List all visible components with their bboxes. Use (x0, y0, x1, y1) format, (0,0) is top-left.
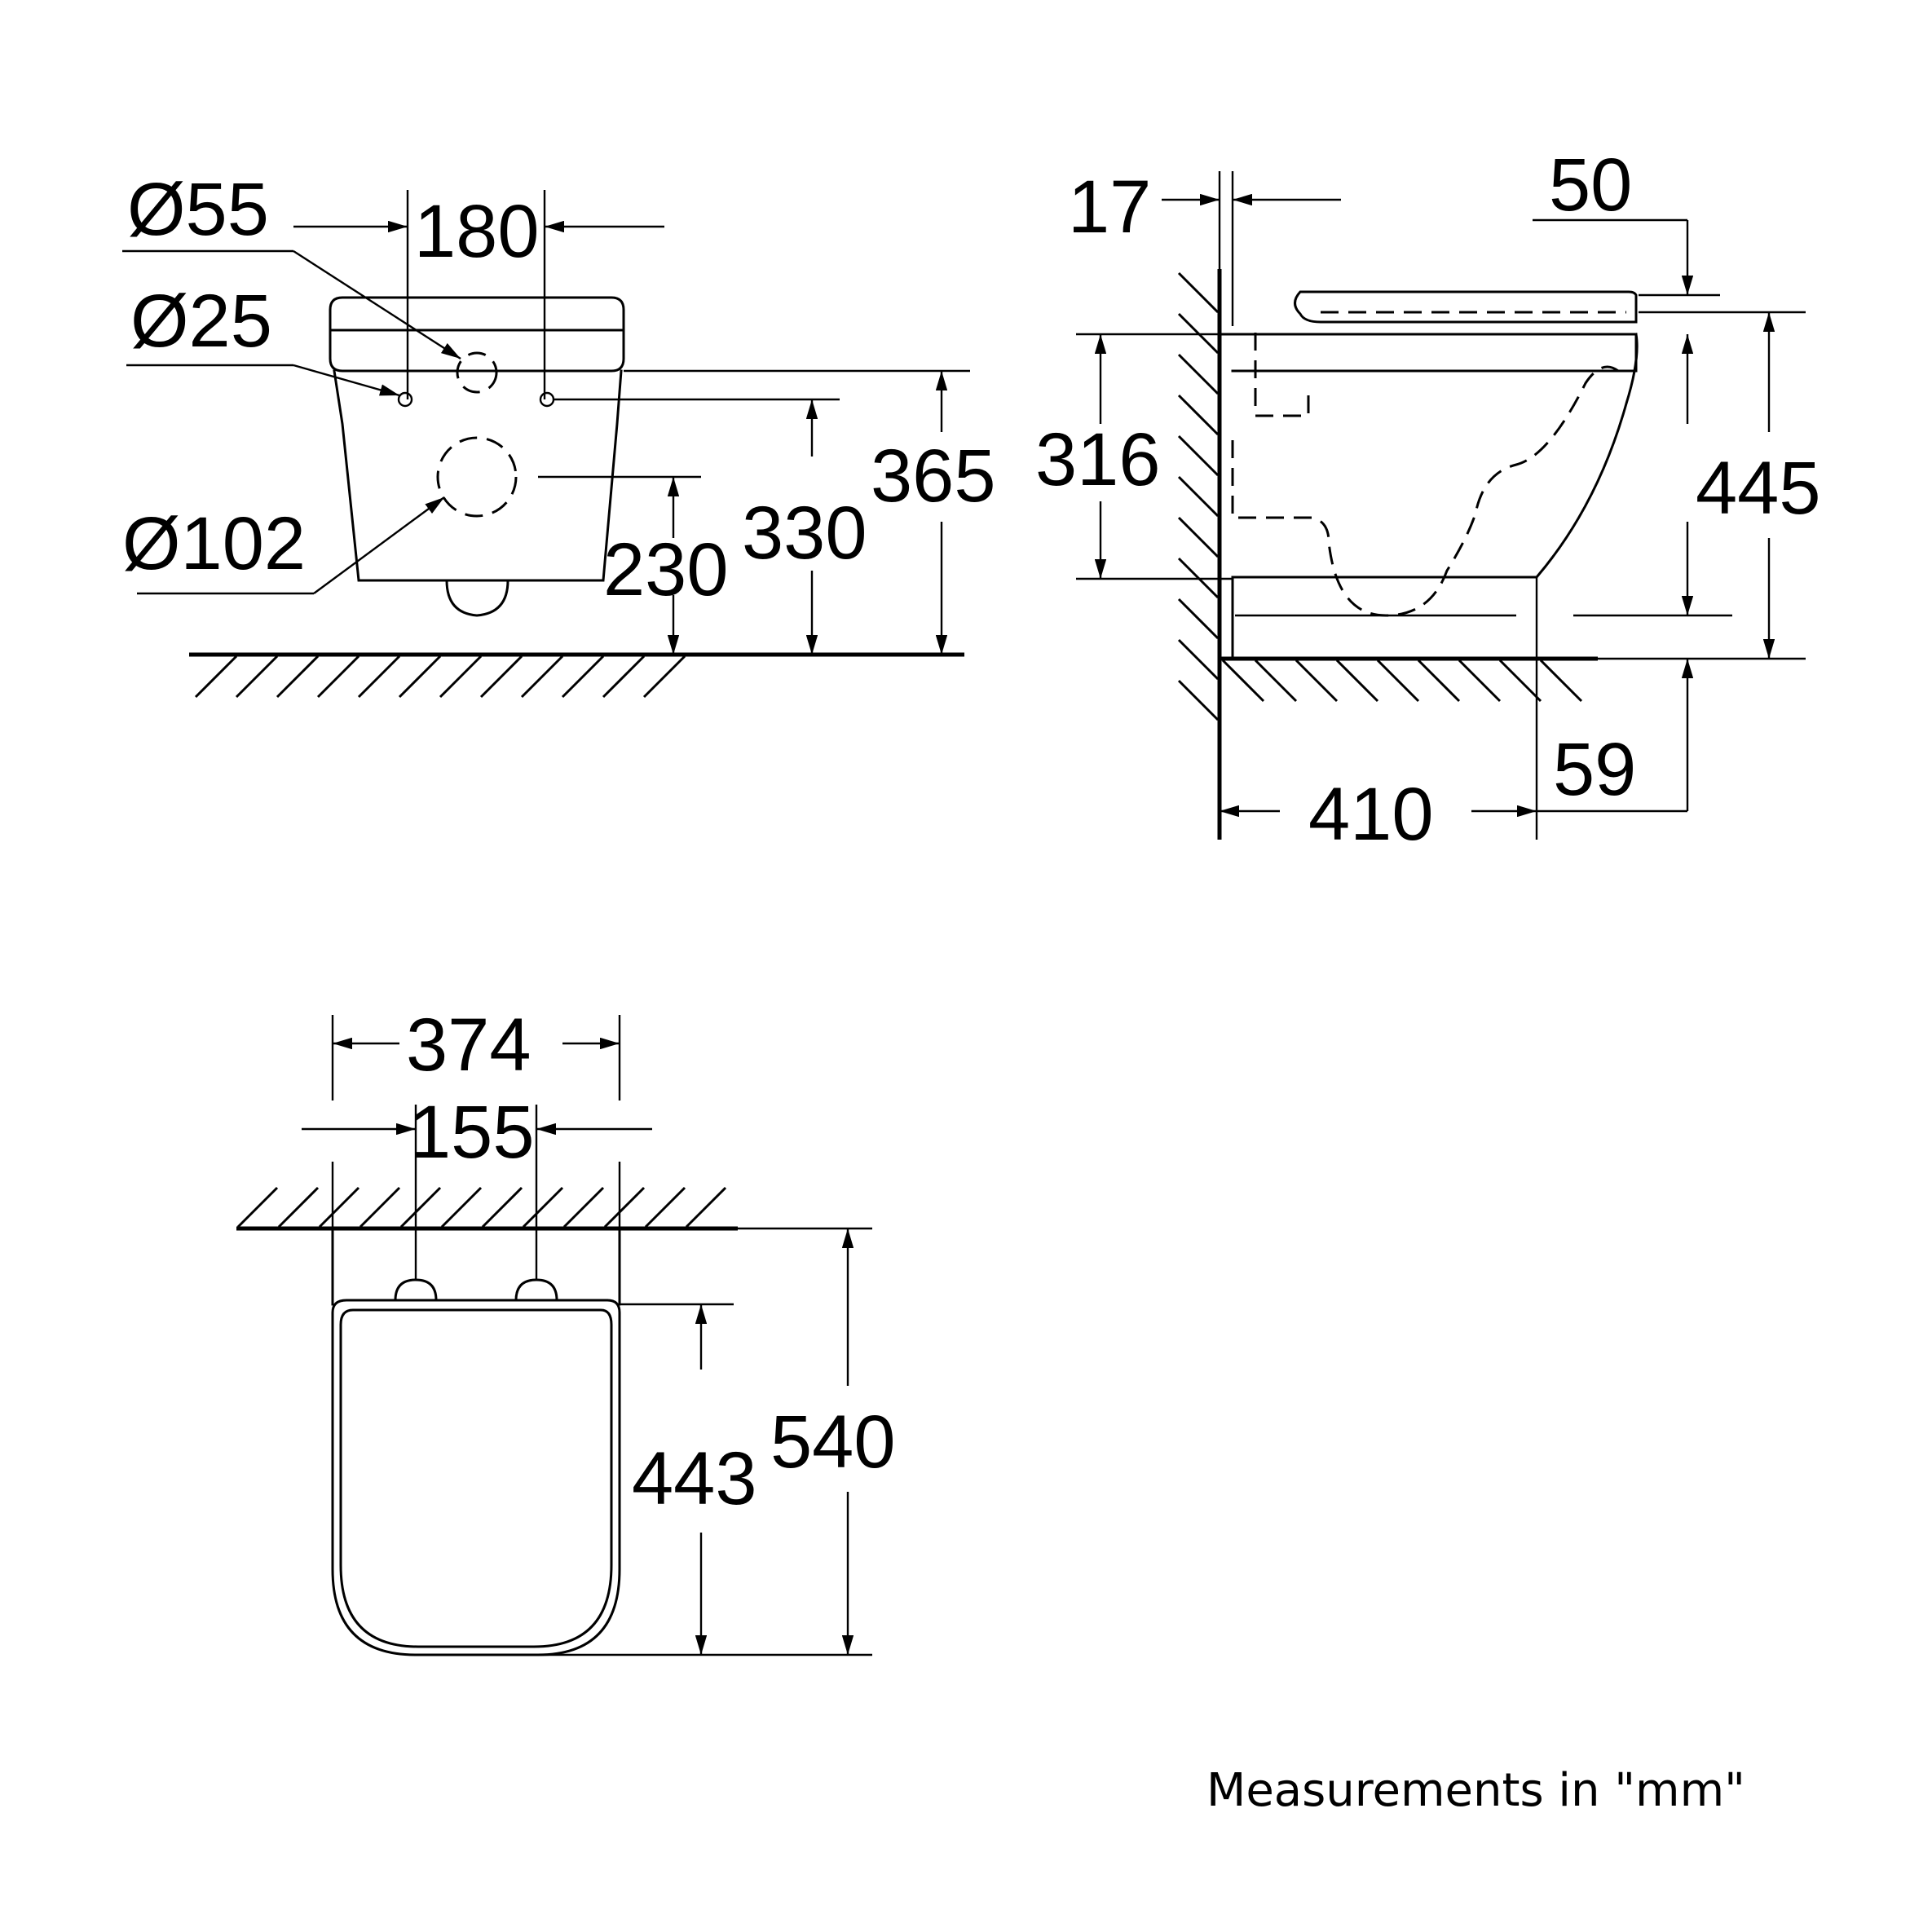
dim-drain-diameter: Ø55 (127, 168, 269, 251)
dim-bowl-height: 316 (1035, 418, 1161, 501)
bolt-hole-left (397, 391, 413, 408)
side-view: 17 50 316 445 59 410 (1035, 143, 1821, 856)
dim-rim-height: 445 (1696, 447, 1821, 530)
side-floor-hatching (1221, 659, 1583, 703)
dim-top-height: 365 (871, 434, 996, 518)
dim-outlet-diameter: Ø102 (122, 502, 306, 585)
dim-outlet-height: 230 (603, 528, 729, 611)
outlet-hole (436, 436, 518, 518)
drain-hole (456, 351, 498, 394)
front-view: Ø55 180 Ø25 Ø102 230 330 365 (122, 168, 996, 699)
dim-bolt-diameter: Ø25 (130, 280, 272, 363)
dim-hinge-spacing: 155 (409, 1091, 535, 1174)
top-view: 374 155 443 540 (236, 1003, 896, 1656)
floor-hatching (194, 655, 686, 699)
dim-wall-offset: 17 (1068, 165, 1151, 249)
dim-depth: 410 (1308, 773, 1434, 856)
bolt-hole-right (539, 391, 555, 408)
dim-bolt-height: 330 (742, 492, 867, 575)
toilet-front-outline (329, 296, 625, 617)
dim-total-length: 540 (770, 1400, 896, 1484)
toilet-top-outline (331, 1227, 621, 1656)
units-note: Measurements in "mm" (1206, 1764, 1745, 1817)
wall-hatching (1177, 271, 1220, 721)
dim-overhang: 59 (1553, 728, 1636, 811)
top-wall-hatching (236, 1186, 727, 1228)
toilet-side-outline (1218, 290, 1639, 840)
dim-seat-length: 443 (632, 1437, 757, 1520)
hidden-lines (1231, 311, 1626, 617)
dim-width: 374 (406, 1003, 532, 1087)
dim-bolt-spacing: 180 (414, 190, 540, 273)
dim-seat-thickness: 50 (1549, 143, 1632, 227)
